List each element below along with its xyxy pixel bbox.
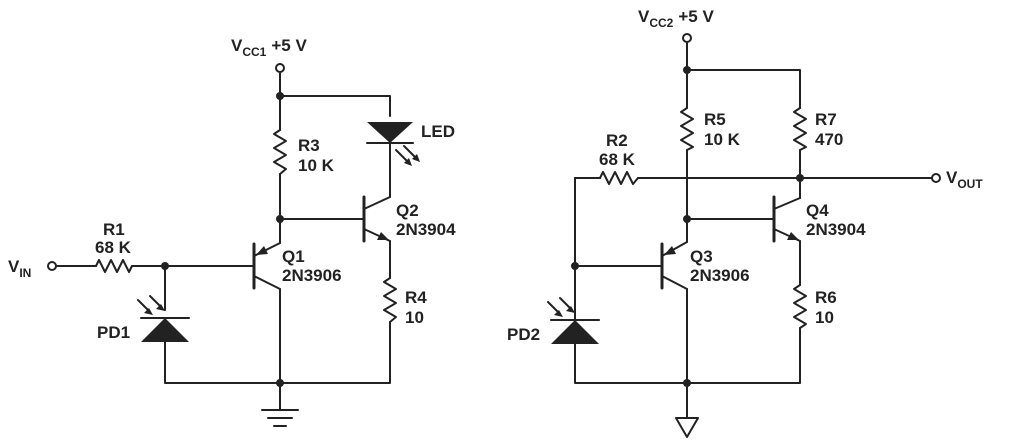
r7-name: R7 [815,110,837,129]
junction-dot [683,379,691,387]
vcc1-terminal [275,63,285,73]
junction-dot [683,215,691,223]
r2-value: 68 K [599,150,636,169]
pd2-label: PD2 [507,325,540,344]
q3-part: 2N3906 [690,266,750,285]
junction-dot [571,262,579,270]
r4-name: R4 [405,288,427,307]
r6-name: R6 [815,288,837,307]
vcc2-terminal [682,33,692,43]
vin-terminal [47,261,57,271]
circuit-2: VCC2+5 V VOUT R2 68 K R5 10 K R7 470 PD2… [507,7,983,438]
q4-part: 2N3904 [806,220,866,239]
pd2-photodiode [547,297,600,344]
r6-resistor [793,284,807,329]
r6-value: 10 [815,308,834,327]
junction-dot [161,262,169,270]
r2-name: R2 [606,131,628,150]
r4-value: 10 [405,308,424,327]
r1-value: 68 K [95,238,132,257]
q3-name: Q3 [690,247,713,266]
junction-dot [276,215,284,223]
q1-name: Q1 [282,247,305,266]
q2-part: 2N3904 [396,220,456,239]
junction-dot [796,174,804,182]
r7-value: 470 [815,130,843,149]
r5-resistor [680,107,694,151]
vcc2-label: VCC2+5 V [638,7,714,30]
q3-transistor [649,241,688,290]
q4-name: Q4 [806,201,829,220]
vcc1-label: VCC1+5 V [231,36,307,59]
r7-resistor [793,107,807,151]
junction-dot [276,92,284,100]
r1-name: R1 [103,220,125,239]
r3-value: 10 K [298,156,335,175]
pd1-photodiode [137,295,190,342]
junction-dot [276,379,284,387]
circuit-1: VCC1+5 V VIN R1 68 K R3 10 K LED PD1 Q1 … [8,36,456,427]
r1-resistor [95,259,133,273]
vout-terminal [931,173,941,183]
r3-resistor [273,129,287,175]
pd1-label: PD1 [97,323,130,342]
vin-label: VIN [8,257,31,280]
q1-part: 2N3906 [282,266,342,285]
q1-transistor [239,242,281,290]
r2-resistor [599,171,639,185]
junction-dot [683,66,691,74]
r3-name: R3 [298,136,320,155]
r5-value: 10 K [704,130,741,149]
q2-transistor [353,195,391,243]
ground-symbol [675,417,699,438]
q2-name: Q2 [396,201,419,220]
q4-transistor [763,195,801,243]
led-label: LED [421,122,455,141]
led-symbol [366,122,420,166]
vout-label: VOUT [946,168,983,191]
r4-resistor [383,277,397,323]
ground-symbol [261,409,299,427]
r5-name: R5 [704,110,726,129]
